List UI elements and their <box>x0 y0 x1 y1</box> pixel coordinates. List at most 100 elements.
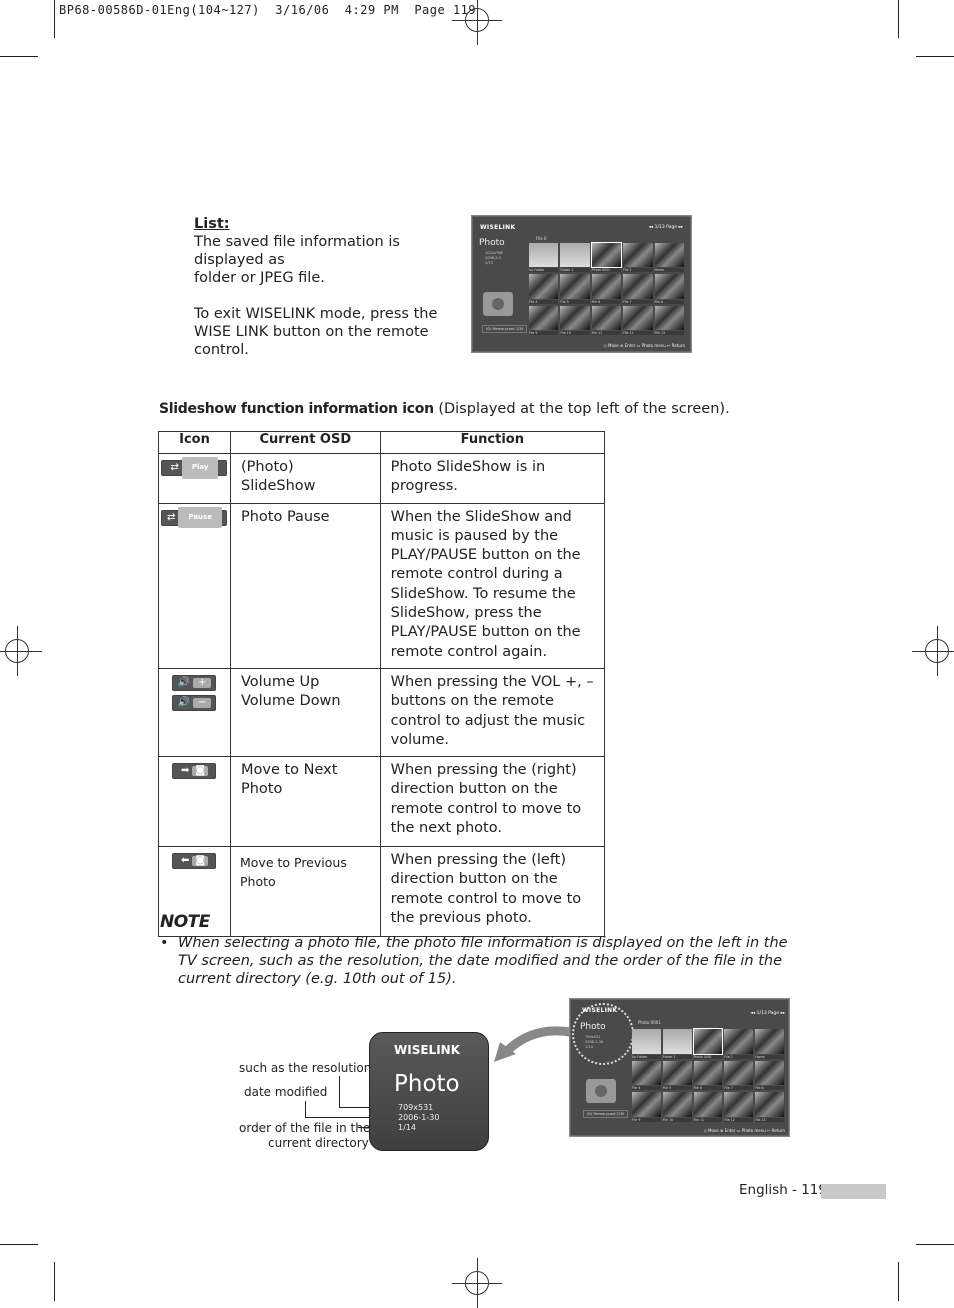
photo-thumbnail <box>693 1092 723 1117</box>
photo-thumbnail <box>623 274 653 299</box>
thumbnail-label: File 4 <box>632 1086 661 1091</box>
registration-mark <box>452 0 502 45</box>
thumbnail-item[interactable]: File 5 <box>662 1060 692 1091</box>
screen-footer: ◇ Move ⊕ Enter ▭ Photo menu ↩ Return <box>703 1128 785 1133</box>
thumbnail-item[interactable]: File 8 <box>654 274 684 304</box>
thumbnail-item[interactable]: Photo 0001 <box>590 241 623 273</box>
thumbnail-label: Up Folder <box>632 1054 661 1059</box>
thumbnail-item[interactable]: File 12 <box>724 1092 754 1122</box>
crop-mark <box>0 1244 38 1245</box>
folder-icon <box>662 1029 692 1054</box>
photo-thumbnail <box>529 305 559 330</box>
thumbnail-item[interactable]: File 9 <box>529 305 559 335</box>
table-row: ⬅ ◙ Move to Previous Photo When pressing… <box>158 846 606 938</box>
photo-thumbnail <box>693 1060 723 1086</box>
thumbnail-item[interactable]: File 2 <box>623 243 653 273</box>
callout-date: date modified <box>244 1085 328 1099</box>
osd-cell: Photo Pause <box>229 502 381 669</box>
thumbnail-item[interactable]: Up Folder <box>529 243 559 273</box>
list-text: WISE LINK button on the remote control. <box>194 324 429 358</box>
photo-thumbnail <box>591 305 622 330</box>
play-osd-label: Play <box>181 457 219 479</box>
info-order: 1/14 <box>398 1123 416 1132</box>
photo-thumbnail <box>654 243 684 268</box>
camera-icon: ◙ <box>192 856 209 867</box>
thumbnail-item[interactable]: File 2 <box>724 1029 754 1059</box>
thumbnail-item[interactable]: File 13 <box>654 305 684 335</box>
info-date: 2006-1-30 <box>585 1039 604 1044</box>
photo-thumbnail <box>662 1092 692 1117</box>
callout-line <box>305 1117 397 1118</box>
volume-up-down-icon: 🔊+ 🔊− <box>161 672 228 711</box>
thumbnail-item[interactable]: Folder 1 <box>662 1029 692 1059</box>
thumbnail-item[interactable]: File 10 <box>662 1092 692 1122</box>
slideshow-title: Slideshow function information icon <box>159 401 434 417</box>
crop-mark <box>916 56 954 57</box>
table-header-row: Icon Current OSD Function <box>158 431 606 454</box>
callout-line <box>305 1101 306 1118</box>
thumbnail-item[interactable]: Photo 0001 <box>692 1028 724 1059</box>
file-info: 709x531 2006-1-30 1/14 <box>585 1035 603 1049</box>
thumbnail-label: File 10 <box>560 331 590 335</box>
thumbnail-item[interactable]: Home <box>654 243 684 273</box>
thumbnail-item[interactable]: File 7 <box>724 1060 754 1091</box>
callout-line <box>339 1107 397 1108</box>
thumbnail-item[interactable]: Home <box>755 1029 784 1059</box>
previous-photo-icon: ⬅ ◙ <box>172 853 217 870</box>
thumbnail-label: File 12 <box>623 331 653 335</box>
table-row: ⇄ Play (Photo) SlideShow Photo SlideShow… <box>158 453 606 504</box>
camera-icon: ◙ <box>192 766 209 777</box>
thumbnail-item[interactable]: Up Folder <box>632 1029 661 1059</box>
thumbnail-item[interactable]: File 4 <box>632 1060 661 1091</box>
callout-line <box>339 1076 340 1107</box>
thumbnail-item[interactable]: File 11 <box>591 305 622 335</box>
info-resolution: 709x531 <box>585 1035 601 1039</box>
list-text: The saved file information is displayed … <box>194 234 400 268</box>
thumbnail-item[interactable]: File 9 <box>632 1092 661 1122</box>
header-function: Function <box>379 431 606 454</box>
thumbnail-item[interactable]: Folder 1 <box>560 243 590 273</box>
list-section: List: The saved file information is disp… <box>194 215 469 359</box>
crop-mark <box>898 1262 899 1301</box>
pause-osd-icon: ⇄ Pause <box>161 506 228 529</box>
page-footer: English - 119 <box>739 1182 827 1198</box>
note-heading: NOTE <box>160 912 210 932</box>
info-resolution: 709x531 <box>398 1103 434 1112</box>
thumbnail-item[interactable]: File 6 <box>693 1060 723 1091</box>
thumbnail-item[interactable]: File 10 <box>560 305 590 335</box>
thumbnail-item[interactable]: File 8 <box>755 1060 784 1091</box>
thumbnail-item[interactable]: File 6 <box>591 274 622 304</box>
thumbnail-label: File 5 <box>560 299 590 304</box>
thumbnail-label: File 13 <box>654 331 684 335</box>
play-osd-icon: ⇄ Play <box>161 457 228 479</box>
thumbnail-label: File 2 <box>623 268 653 273</box>
thumbnail-item[interactable]: File 12 <box>623 305 653 335</box>
thumbnail-label: File 11 <box>591 331 622 335</box>
callout-resolution: such as the resolution <box>239 1061 372 1075</box>
osd-cell: (Photo) SlideShow <box>229 453 381 504</box>
list-text: folder or JPEG file. <box>194 270 325 286</box>
wiselink-screen-large: WISELINK ◂◂ 1/13 Page ▸▸ Photo Photo 000… <box>569 998 790 1137</box>
thumbnail-item[interactable]: File 13 <box>755 1092 784 1122</box>
file-info: 709x531 2006-1-30 1/14 <box>398 1103 439 1133</box>
thumbnail-item[interactable]: File 11 <box>693 1092 723 1122</box>
wiselink-logo: WISELINK <box>480 224 516 231</box>
crop-mark <box>54 0 55 38</box>
table-row: ⇄ Pause Photo Pause When the SlideShow a… <box>158 502 606 669</box>
volume-up-icon: 🔊+ <box>172 674 217 691</box>
info-order: 1/14 <box>585 1044 593 1049</box>
thumbnail-item[interactable]: File 4 <box>529 274 559 304</box>
crop-mark <box>916 1244 954 1245</box>
photo-thumbnail <box>724 1092 754 1117</box>
thumbnail-label: File 2 <box>724 1054 754 1059</box>
thumbnail-label: File 5 <box>662 1086 692 1091</box>
header-icon: Icon <box>158 431 231 454</box>
pointer-arrow-icon <box>494 1026 571 1062</box>
volume-down-icon: 🔊− <box>172 694 217 711</box>
photo-thumbnail <box>755 1029 784 1054</box>
thumbnail-item[interactable]: File 7 <box>623 274 653 304</box>
storage-label: (D) Memorycard 2/30 <box>583 1110 629 1118</box>
thumbnail-item[interactable]: File 5 <box>560 274 590 304</box>
info-date: 2006-1-30 <box>398 1113 440 1122</box>
